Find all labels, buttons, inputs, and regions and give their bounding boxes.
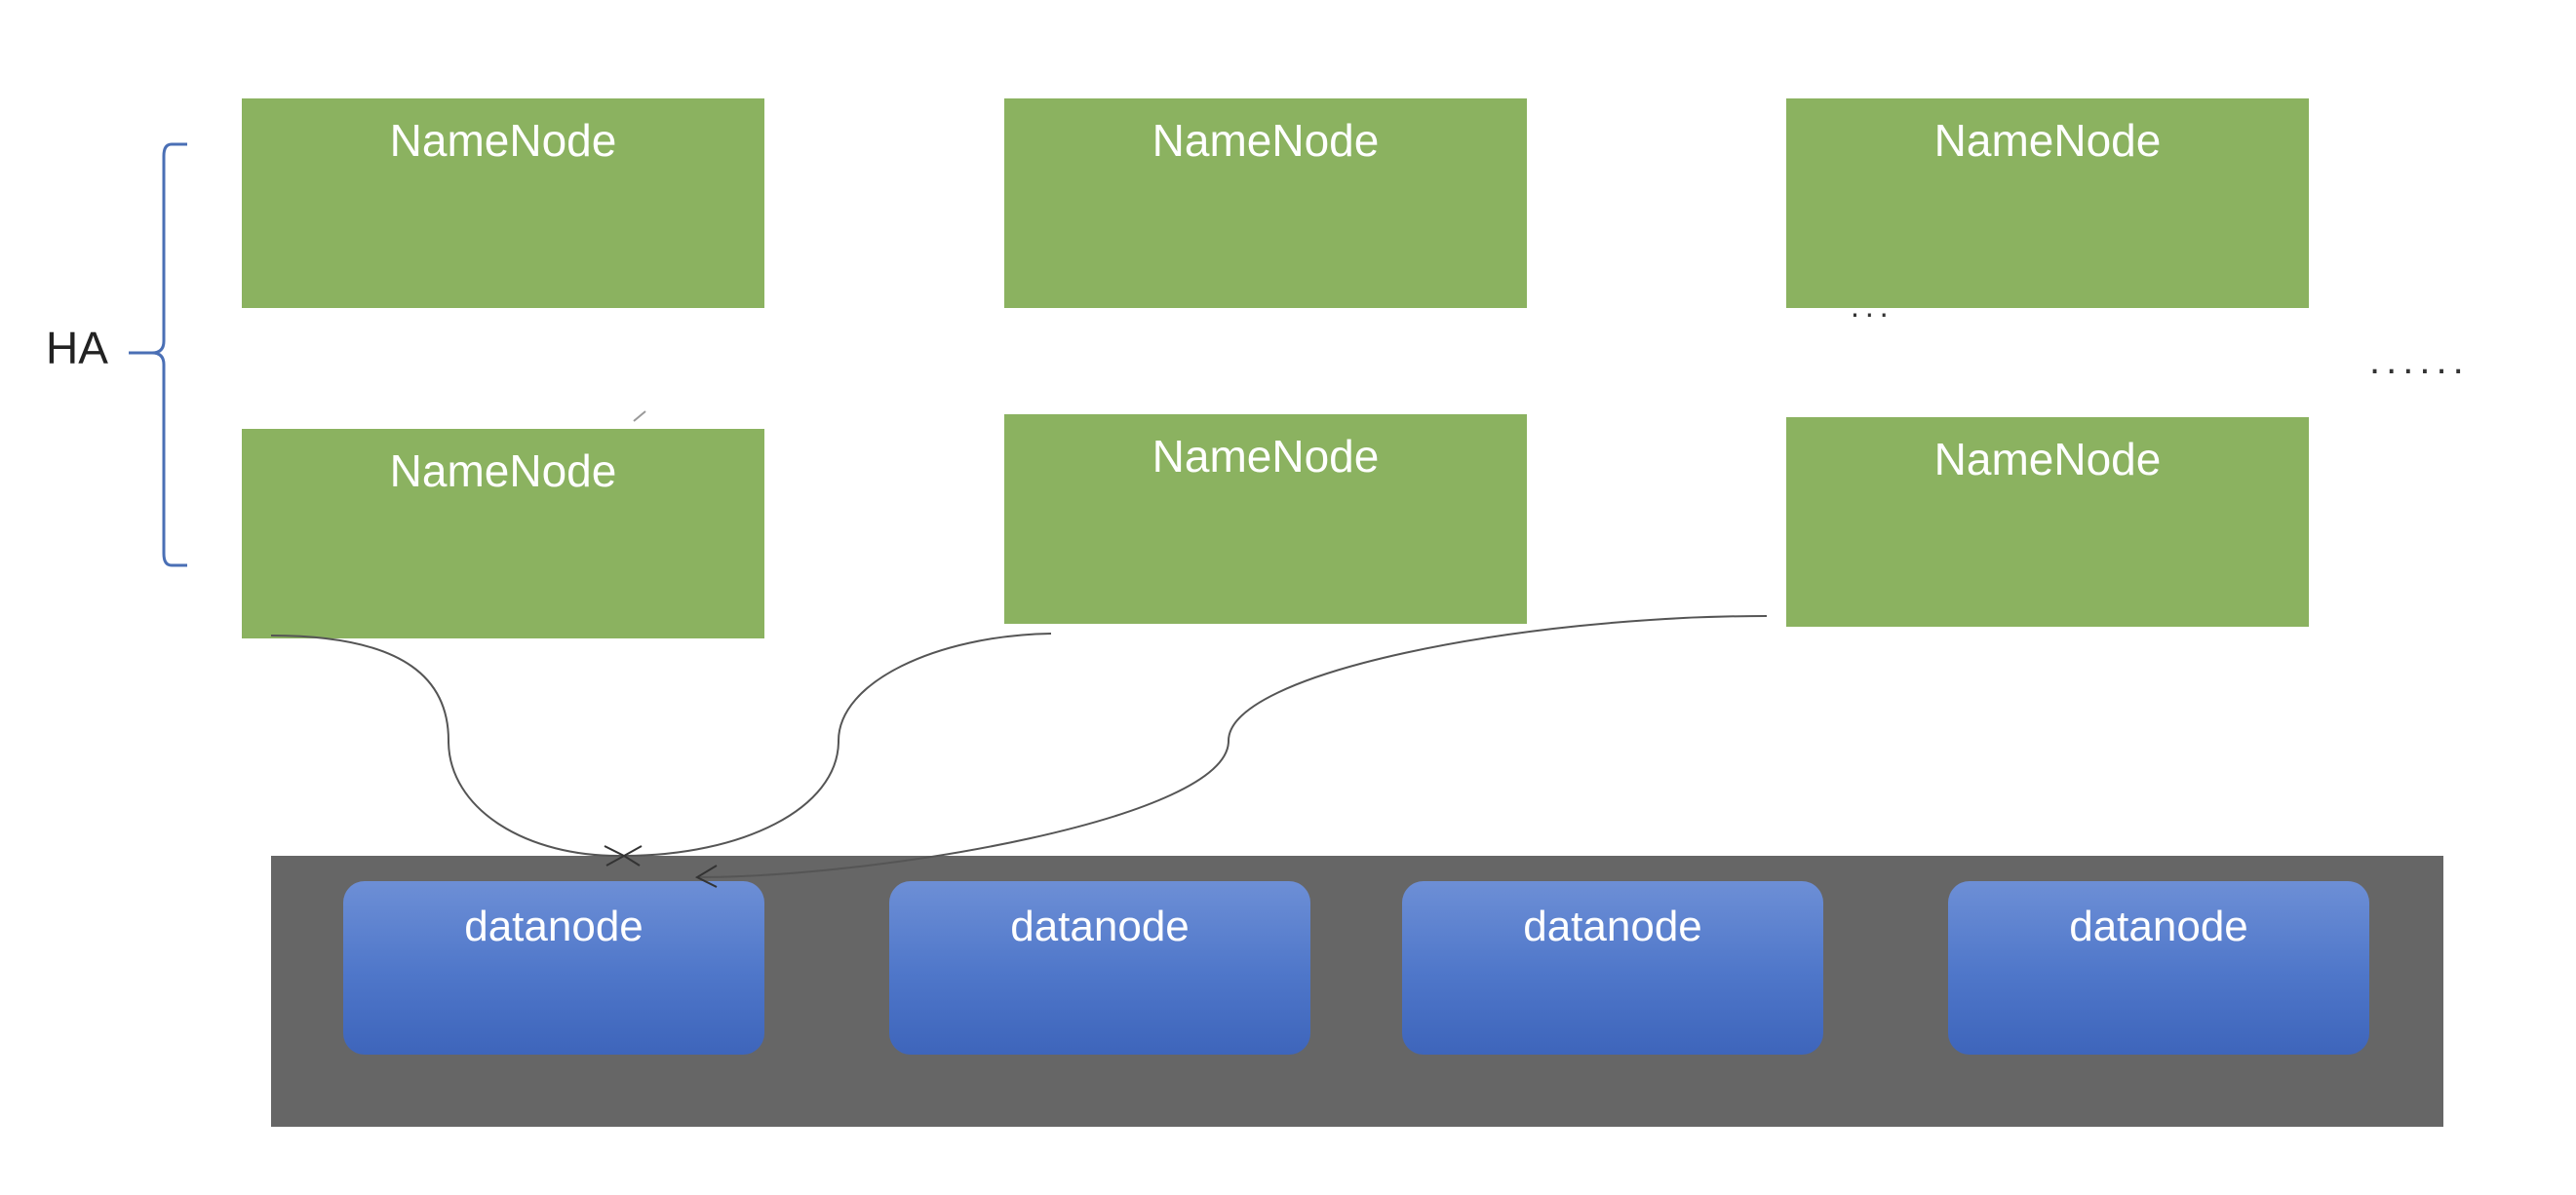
datanode-box: datanode bbox=[889, 881, 1310, 1055]
connector-line bbox=[623, 633, 1052, 857]
ellipsis-large: ...... bbox=[2369, 339, 2470, 382]
namenode-box: NameNode bbox=[1786, 98, 2309, 308]
namenode-box: NameNode bbox=[242, 429, 764, 638]
namenode-box: NameNode bbox=[1786, 417, 2309, 627]
namenode-box: NameNode bbox=[242, 98, 764, 308]
datanode-cluster: datanode datanode datanode datanode bbox=[271, 856, 2443, 1127]
namenode-box: NameNode bbox=[1004, 98, 1527, 308]
connector-line bbox=[696, 615, 1768, 878]
arrow-head bbox=[604, 845, 643, 867]
ha-brace bbox=[129, 142, 187, 567]
datanode-box: datanode bbox=[1402, 881, 1823, 1055]
ellipsis-small: ... bbox=[1851, 289, 1894, 324]
arrow-head bbox=[694, 865, 718, 888]
connector-line bbox=[270, 635, 625, 858]
stray-mark bbox=[633, 410, 646, 422]
datanode-box: datanode bbox=[1948, 881, 2369, 1055]
ha-label: HA bbox=[46, 323, 108, 373]
datanode-box: datanode bbox=[343, 881, 764, 1055]
namenode-box: NameNode bbox=[1004, 414, 1527, 624]
